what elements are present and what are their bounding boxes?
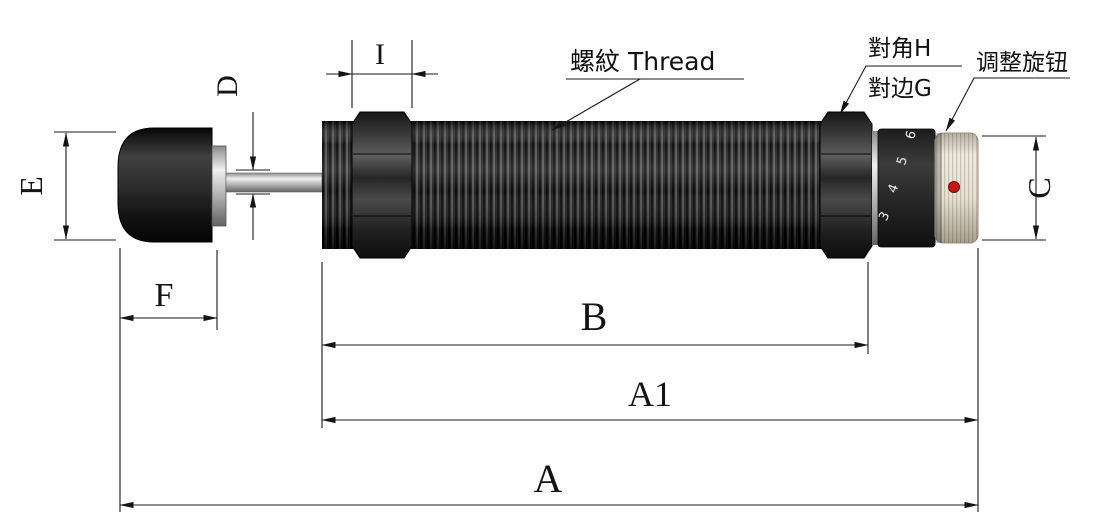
dim-label-C: C bbox=[1021, 177, 1057, 198]
leader-line-thread bbox=[551, 78, 641, 131]
callout-hex-flat-label: 對边G bbox=[868, 76, 932, 102]
spacer-ring bbox=[872, 131, 878, 245]
piston-rod bbox=[225, 172, 323, 193]
rubber-cap bbox=[117, 127, 213, 243]
callout-knob-label: 调整旋钮 bbox=[976, 50, 1068, 76]
callout-thread-label: 螺紋 Thread bbox=[570, 47, 715, 76]
dim-label-A1: A1 bbox=[628, 374, 672, 414]
adjustment-knob-shadow bbox=[935, 133, 942, 243]
dim-label-F: F bbox=[155, 277, 174, 314]
red-indicator-dot bbox=[948, 181, 960, 193]
dimension-lines bbox=[54, 40, 1070, 512]
dim-label-I: I bbox=[375, 38, 385, 71]
dim-label-A: A bbox=[534, 456, 563, 501]
callout-hex-corner-label: 對角H bbox=[868, 36, 931, 62]
cap-washer bbox=[211, 145, 227, 227]
leader-line-knob bbox=[945, 77, 1070, 132]
dim-label-E: E bbox=[13, 176, 49, 196]
dial-number-6: 6 bbox=[903, 129, 920, 141]
hex-nut-left bbox=[351, 111, 413, 259]
hex-nut-right bbox=[819, 111, 873, 259]
dim-label-D: D bbox=[211, 75, 244, 97]
dim-label-B: B bbox=[581, 294, 608, 339]
shock-absorber: 3 4 5 6 bbox=[117, 111, 979, 259]
leader-line-hex bbox=[839, 65, 962, 115]
dimension-labels: E D I F B A1 A C 螺紋 Thread 對角H 對边G 调整旋钮 bbox=[13, 36, 1068, 501]
